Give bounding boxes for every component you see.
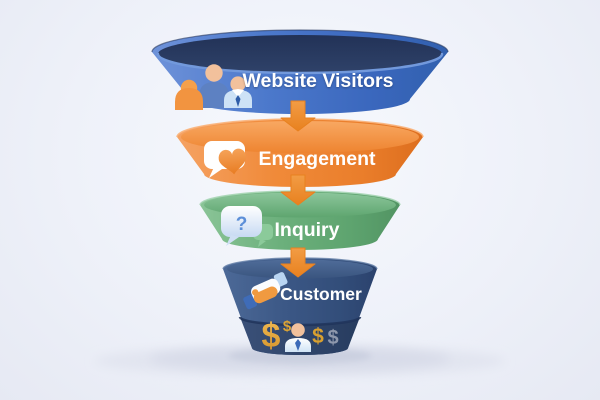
arrow-down-1 xyxy=(280,100,316,132)
chat-bubble-tail xyxy=(209,167,222,178)
person-right-collar xyxy=(232,89,244,97)
person-back-head xyxy=(205,64,223,82)
handshake-icon xyxy=(243,272,288,310)
tier-customer: Customer $ $ $ $ xyxy=(222,257,378,355)
tier-engagement: Engagement xyxy=(176,118,424,187)
tier1-rim-highlight xyxy=(156,52,444,75)
tier1-label: Website Visitors xyxy=(242,70,393,92)
businessperson-head xyxy=(291,323,305,337)
heart-icon xyxy=(218,148,247,175)
revenue-symbols: $ $ $ $ xyxy=(262,317,339,355)
tier4-label: Customer xyxy=(280,284,362,304)
dollar-sign-gold: $ xyxy=(312,325,324,348)
arrow-down-3 xyxy=(280,247,316,278)
person-right-head xyxy=(230,76,246,92)
tier3-label: Inquiry xyxy=(274,219,339,241)
tier1-opening xyxy=(158,35,442,73)
question-bubble-small-tail xyxy=(258,239,266,247)
dollar-sign-large: $ xyxy=(262,317,281,355)
tier-website-visitors: Website Visitors xyxy=(151,29,449,114)
people-group-icon xyxy=(175,64,252,110)
dollar-sign-small: $ xyxy=(283,318,292,335)
person-right-tie xyxy=(235,95,241,107)
handshake-thumb xyxy=(252,289,259,296)
businessperson-icon xyxy=(285,323,311,352)
arrow-down-2 xyxy=(280,174,316,206)
handshake-hand-orange xyxy=(253,286,278,304)
question-bubble-main xyxy=(221,206,262,237)
businessperson-tie xyxy=(295,339,301,351)
person-back-body xyxy=(199,82,229,108)
dollar-sign-gray: $ xyxy=(327,327,338,349)
connector-arrows xyxy=(280,100,316,278)
person-left-body xyxy=(175,88,203,110)
question-mark: ? xyxy=(236,214,248,235)
tier1-back-rim xyxy=(151,29,449,53)
question-speech-bubble-icon: ? xyxy=(221,206,273,247)
speech-bubble-heart-icon xyxy=(204,141,247,178)
question-bubble-tail xyxy=(226,235,239,246)
ground-shadow xyxy=(95,345,505,377)
tier2-label: Engagement xyxy=(258,148,376,170)
